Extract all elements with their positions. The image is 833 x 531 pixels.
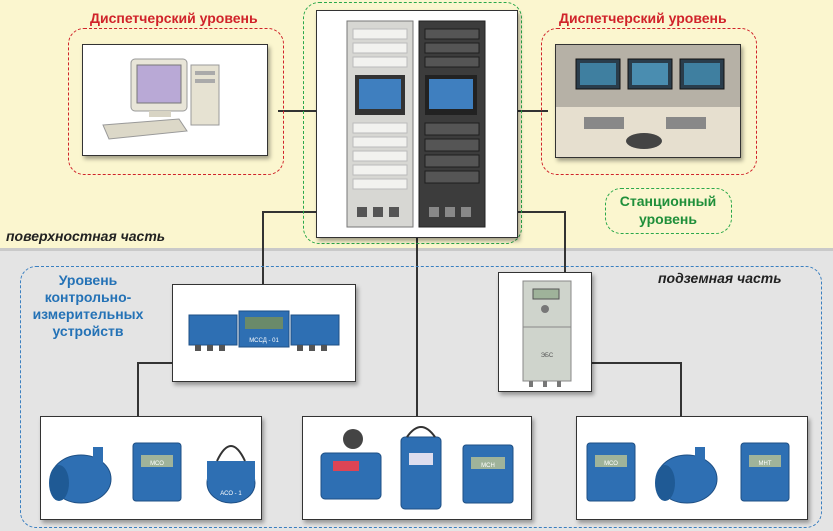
station-label-line1: Станционный [619,193,717,209]
station-level-label: Станционный уровень [608,192,728,228]
connector-station-right-v [564,211,566,273]
mch-label: МСН [481,463,495,469]
dispatch-left-group [68,28,284,175]
station-label-line2: уровень [639,211,697,227]
surface-part-label: поверхностная часть [6,228,166,244]
connector-station-right-h [516,211,566,213]
dispatch-left-label: Диспетчерский уровень [90,10,258,26]
station-group [303,2,522,244]
device-label-line1: Уровень [58,272,118,288]
connector-right-dispatch [516,110,548,112]
server-rack-icon [346,20,486,228]
sensor-group-1-icon: МСО АСО - 1 [49,442,256,504]
control-room-icon [556,45,740,157]
device-group-3-image: МСО МНТ [576,416,808,520]
aco-label: АСО - 1 [220,491,242,497]
connector-mssd-h [137,362,172,364]
mco-1-label: МСО [150,461,164,467]
mnt-label: МНТ [759,461,772,467]
dispatch-right-group [541,28,757,175]
dispatch-pc-image [82,44,268,156]
sensor-group-3-icon: МСО МНТ [586,442,790,504]
sensor-group-2-icon: МСН [320,426,514,510]
mssd-device-image: МССД - 01 [172,284,356,382]
connector-right-h [590,362,680,364]
connector-mssd-v [137,362,139,417]
pc-workstation-icon [102,58,220,140]
device-group-1-image: МСО АСО - 1 [40,416,262,520]
dispatch-right-label: Диспетчерский уровень [559,10,727,26]
connector-station-left-v [262,211,264,286]
connector-station-left-h [262,211,317,213]
station-server-racks-image [316,10,518,238]
connector-station-center-v [416,237,418,417]
device-label-line2: контрольно- [44,289,132,305]
mssd-label: МССД - 01 [249,338,279,344]
device-group-2-image: МСН [302,416,532,520]
station-label-group [605,188,732,234]
connector-left-dispatch [278,110,316,112]
dispatch-control-room-image [555,44,741,158]
ebs-cabinet-image: ЭБС [498,272,592,392]
device-label-line4: устройств [52,323,124,339]
ebs-cabinet-icon: ЭБС [522,280,572,387]
mssd-concentrator-icon: МССД - 01 [188,310,340,351]
underground-part-label: подземная часть [658,270,782,286]
device-level-group [20,266,822,528]
device-level-label: Уровень контрольно- измерительных устрой… [28,272,148,340]
mco-2-label: МСО [604,461,618,467]
ebs-label: ЭБС [541,353,554,359]
device-label-line3: измерительных [32,306,144,322]
connector-right-v [680,362,682,417]
